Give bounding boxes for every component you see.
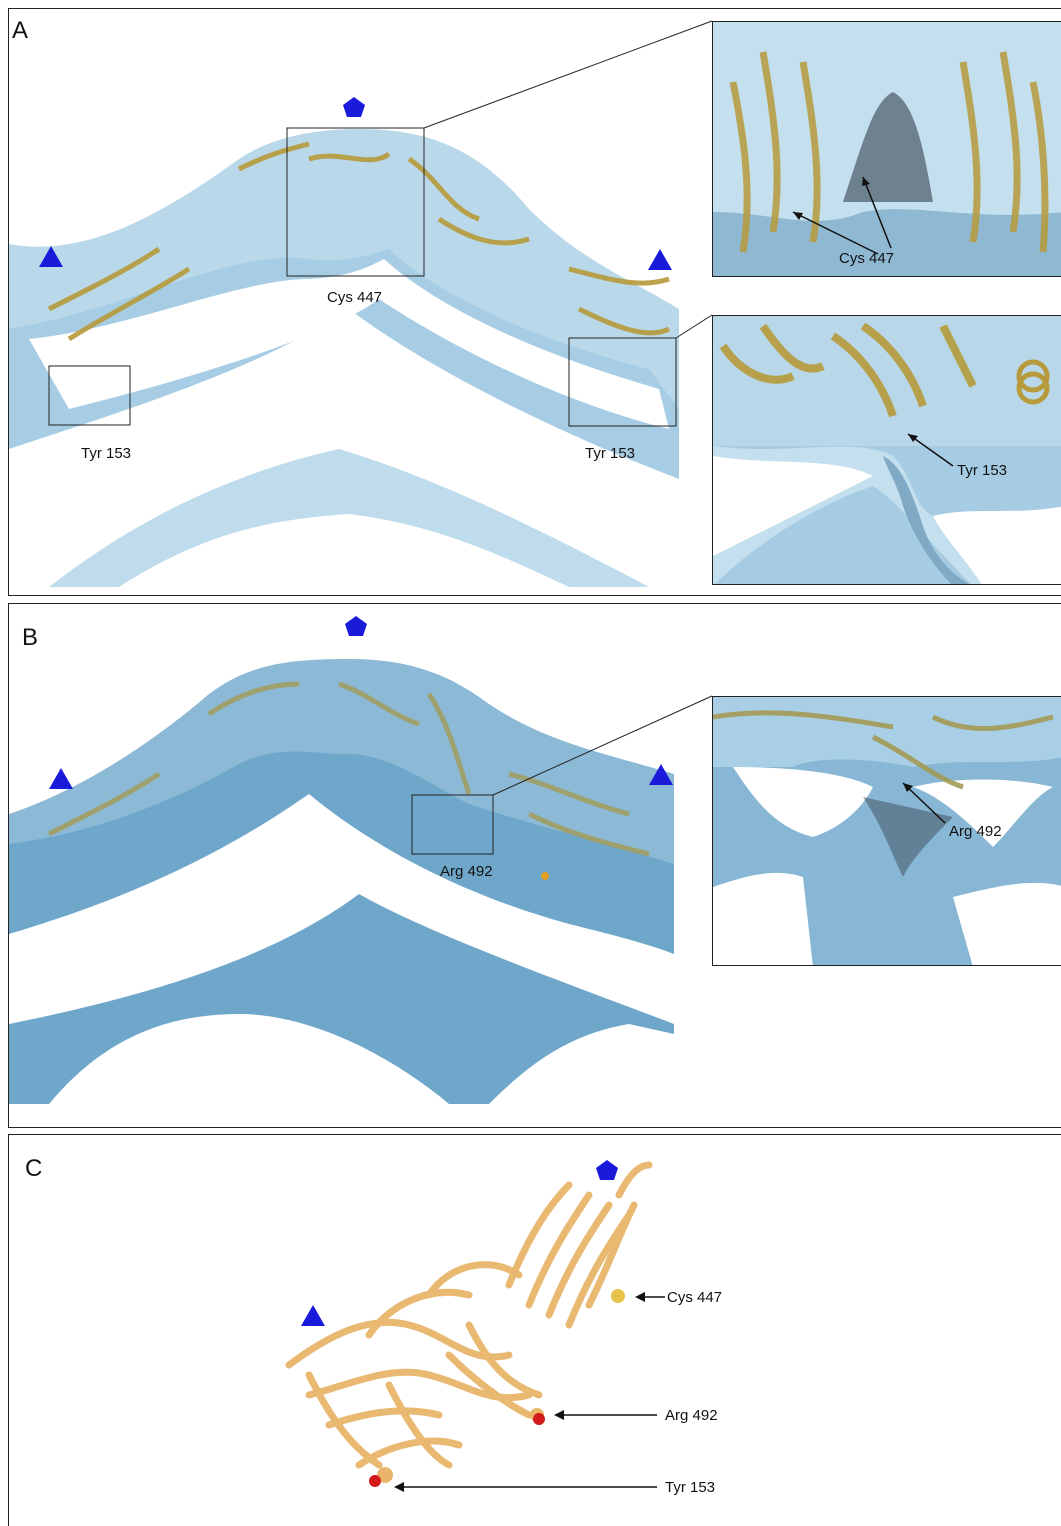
triangle-symbol-left — [39, 246, 63, 267]
triangle-symbol-right — [648, 249, 672, 270]
triangle-symbol — [301, 1305, 325, 1326]
inset-tyr153-image — [713, 316, 1061, 584]
panel-a-letter: A — [12, 17, 29, 44]
pentagon-symbol — [596, 1160, 618, 1180]
panel-b-letter: B — [22, 624, 39, 651]
inset-cys447: Cys 447 — [712, 21, 1061, 277]
triangle-symbol-left — [49, 768, 73, 789]
label-cys447: Cys 447 — [667, 1289, 723, 1306]
panel-b: B Arg 492 — [8, 603, 1061, 1128]
panel-a: A Cys 447 Tyr 153 Ty — [8, 8, 1061, 596]
triangle-symbol-right — [649, 764, 673, 785]
inset-tyr153: Tyr 153 — [712, 315, 1061, 585]
inset-arg492: Arg 492 — [712, 696, 1061, 966]
label-tyr153-right: Tyr 153 — [585, 445, 636, 462]
panel-c-structure — [285, 1160, 665, 1492]
inset-label-arg492: Arg 492 — [949, 823, 1002, 840]
label-cys447: Cys 447 — [327, 289, 383, 306]
inset-cys447-image — [713, 22, 1061, 276]
label-arg492: Arg 492 — [665, 1407, 718, 1424]
panel-a-map — [9, 20, 713, 587]
inset-arg492-image — [713, 697, 1061, 965]
label-arg492: Arg 492 — [440, 863, 493, 880]
panel-b-map — [9, 616, 713, 1104]
label-tyr153: Tyr 153 — [665, 1479, 716, 1496]
panel-c-letter: C — [25, 1155, 43, 1182]
label-tyr153-left: Tyr 153 — [81, 445, 132, 462]
inset-label-tyr153: Tyr 153 — [957, 462, 1008, 479]
panel-c: C — [8, 1134, 1061, 1526]
pentagon-symbol — [345, 616, 367, 636]
inset-label-cys447: Cys 447 — [839, 250, 895, 267]
pentagon-symbol — [343, 97, 365, 117]
